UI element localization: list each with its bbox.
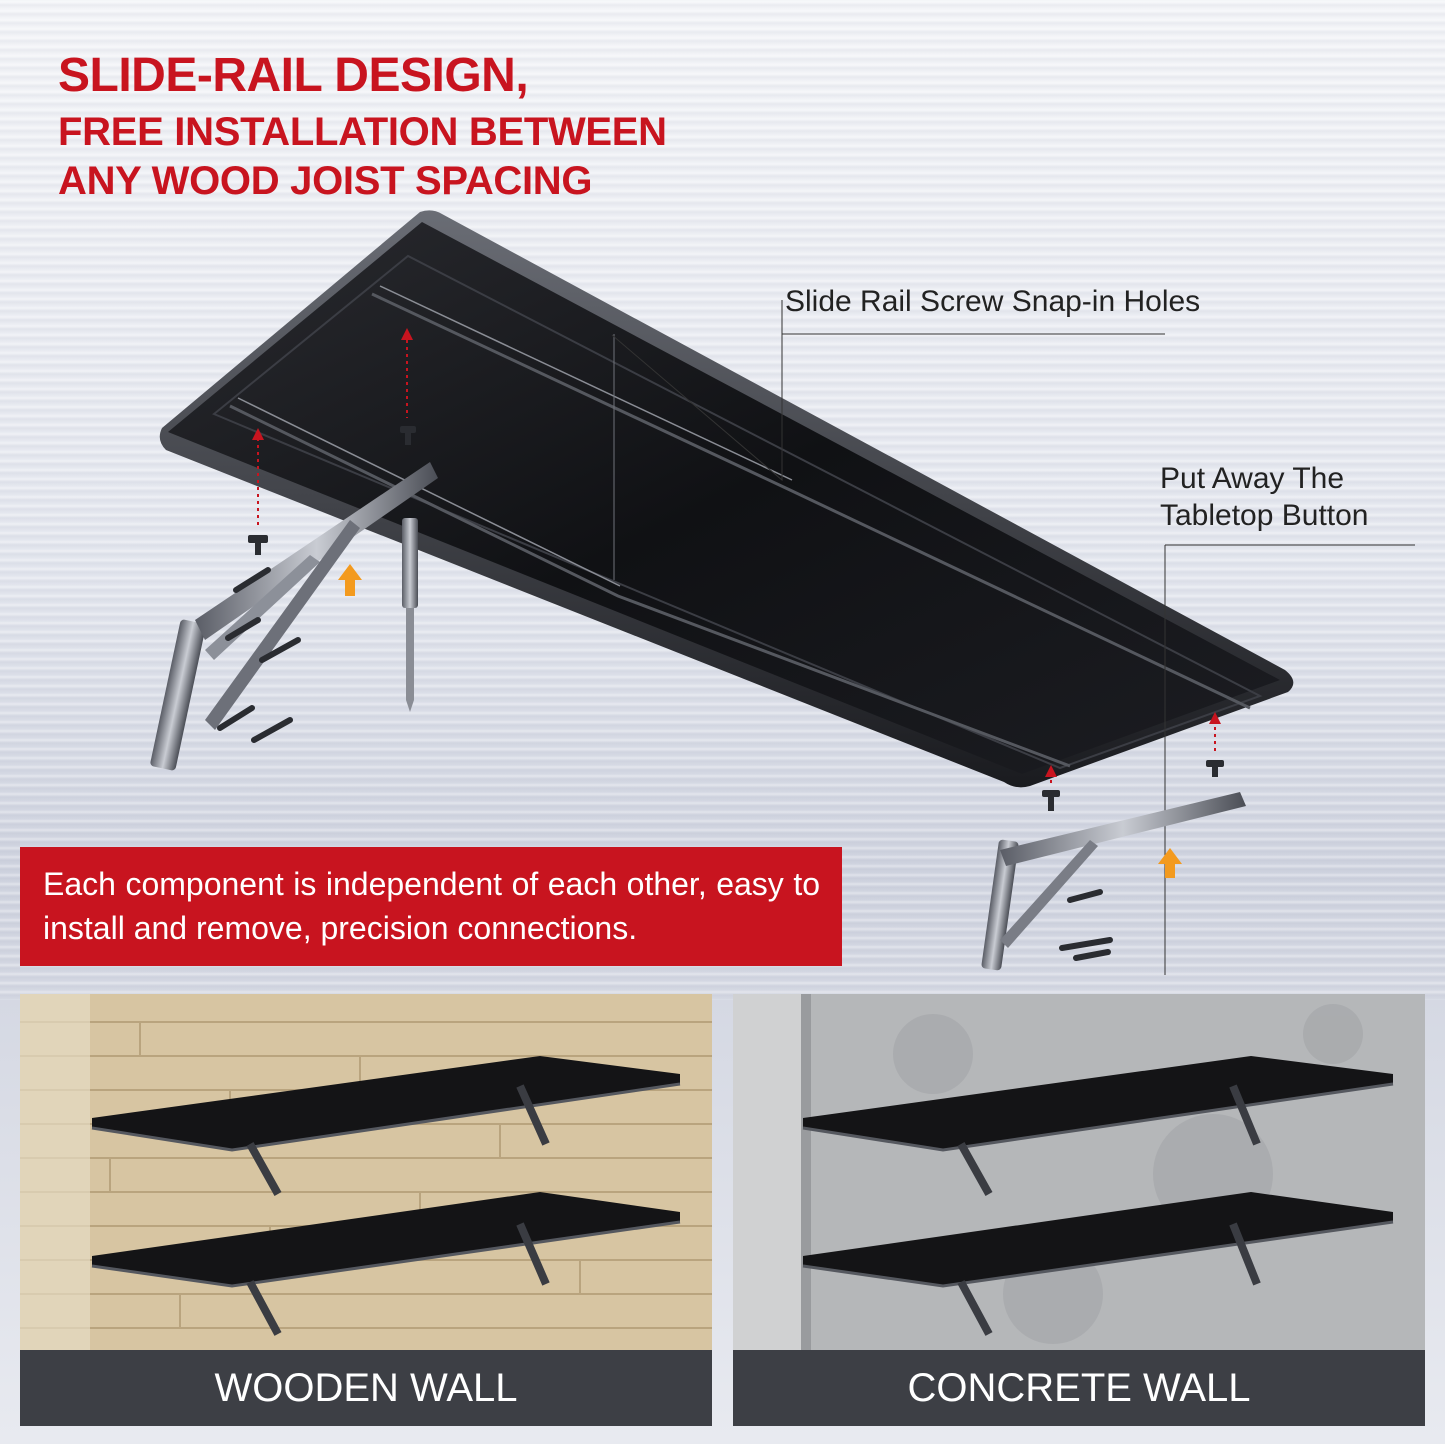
headline: SLIDE-RAIL DESIGN, FREE INSTALLATION BET…	[58, 49, 667, 203]
callout-tabletop-button: Put Away The Tabletop Button	[1160, 461, 1430, 534]
wooden-wall-caption: WOODEN WALL	[20, 1350, 712, 1426]
headline-line-2: FREE INSTALLATION BETWEEN	[58, 110, 667, 154]
shelf-board	[159, 210, 1294, 788]
shelf-exploded-illustration	[150, 210, 1415, 975]
screw-icon	[248, 426, 1224, 811]
callout-snap-in-holes: Slide Rail Screw Snap-in Holes	[785, 285, 1201, 318]
up-arrow-icon	[252, 328, 1221, 777]
feature-banner: Each component is independent of each ot…	[20, 847, 842, 966]
bracket-icon	[981, 792, 1246, 971]
headline-line-1: SLIDE-RAIL DESIGN,	[58, 49, 529, 102]
wooden-wall-panel: WOODEN WALL	[20, 994, 712, 1426]
drill-bit-icon	[402, 518, 418, 712]
headline-line-3: ANY WOOD JOIST SPACING	[58, 159, 593, 203]
concrete-wall-caption: CONCRETE WALL	[733, 1350, 1425, 1426]
up-arrow-icon	[338, 564, 1182, 878]
callout-tabletop-button-line-2: Tabletop Button	[1160, 498, 1369, 532]
callout-leaders	[611, 300, 1415, 975]
callout-tabletop-button-line-1: Put Away The	[1160, 462, 1345, 495]
concrete-wall-panel: CONCRETE WALL	[733, 994, 1425, 1426]
screw-icon	[217, 567, 1113, 961]
